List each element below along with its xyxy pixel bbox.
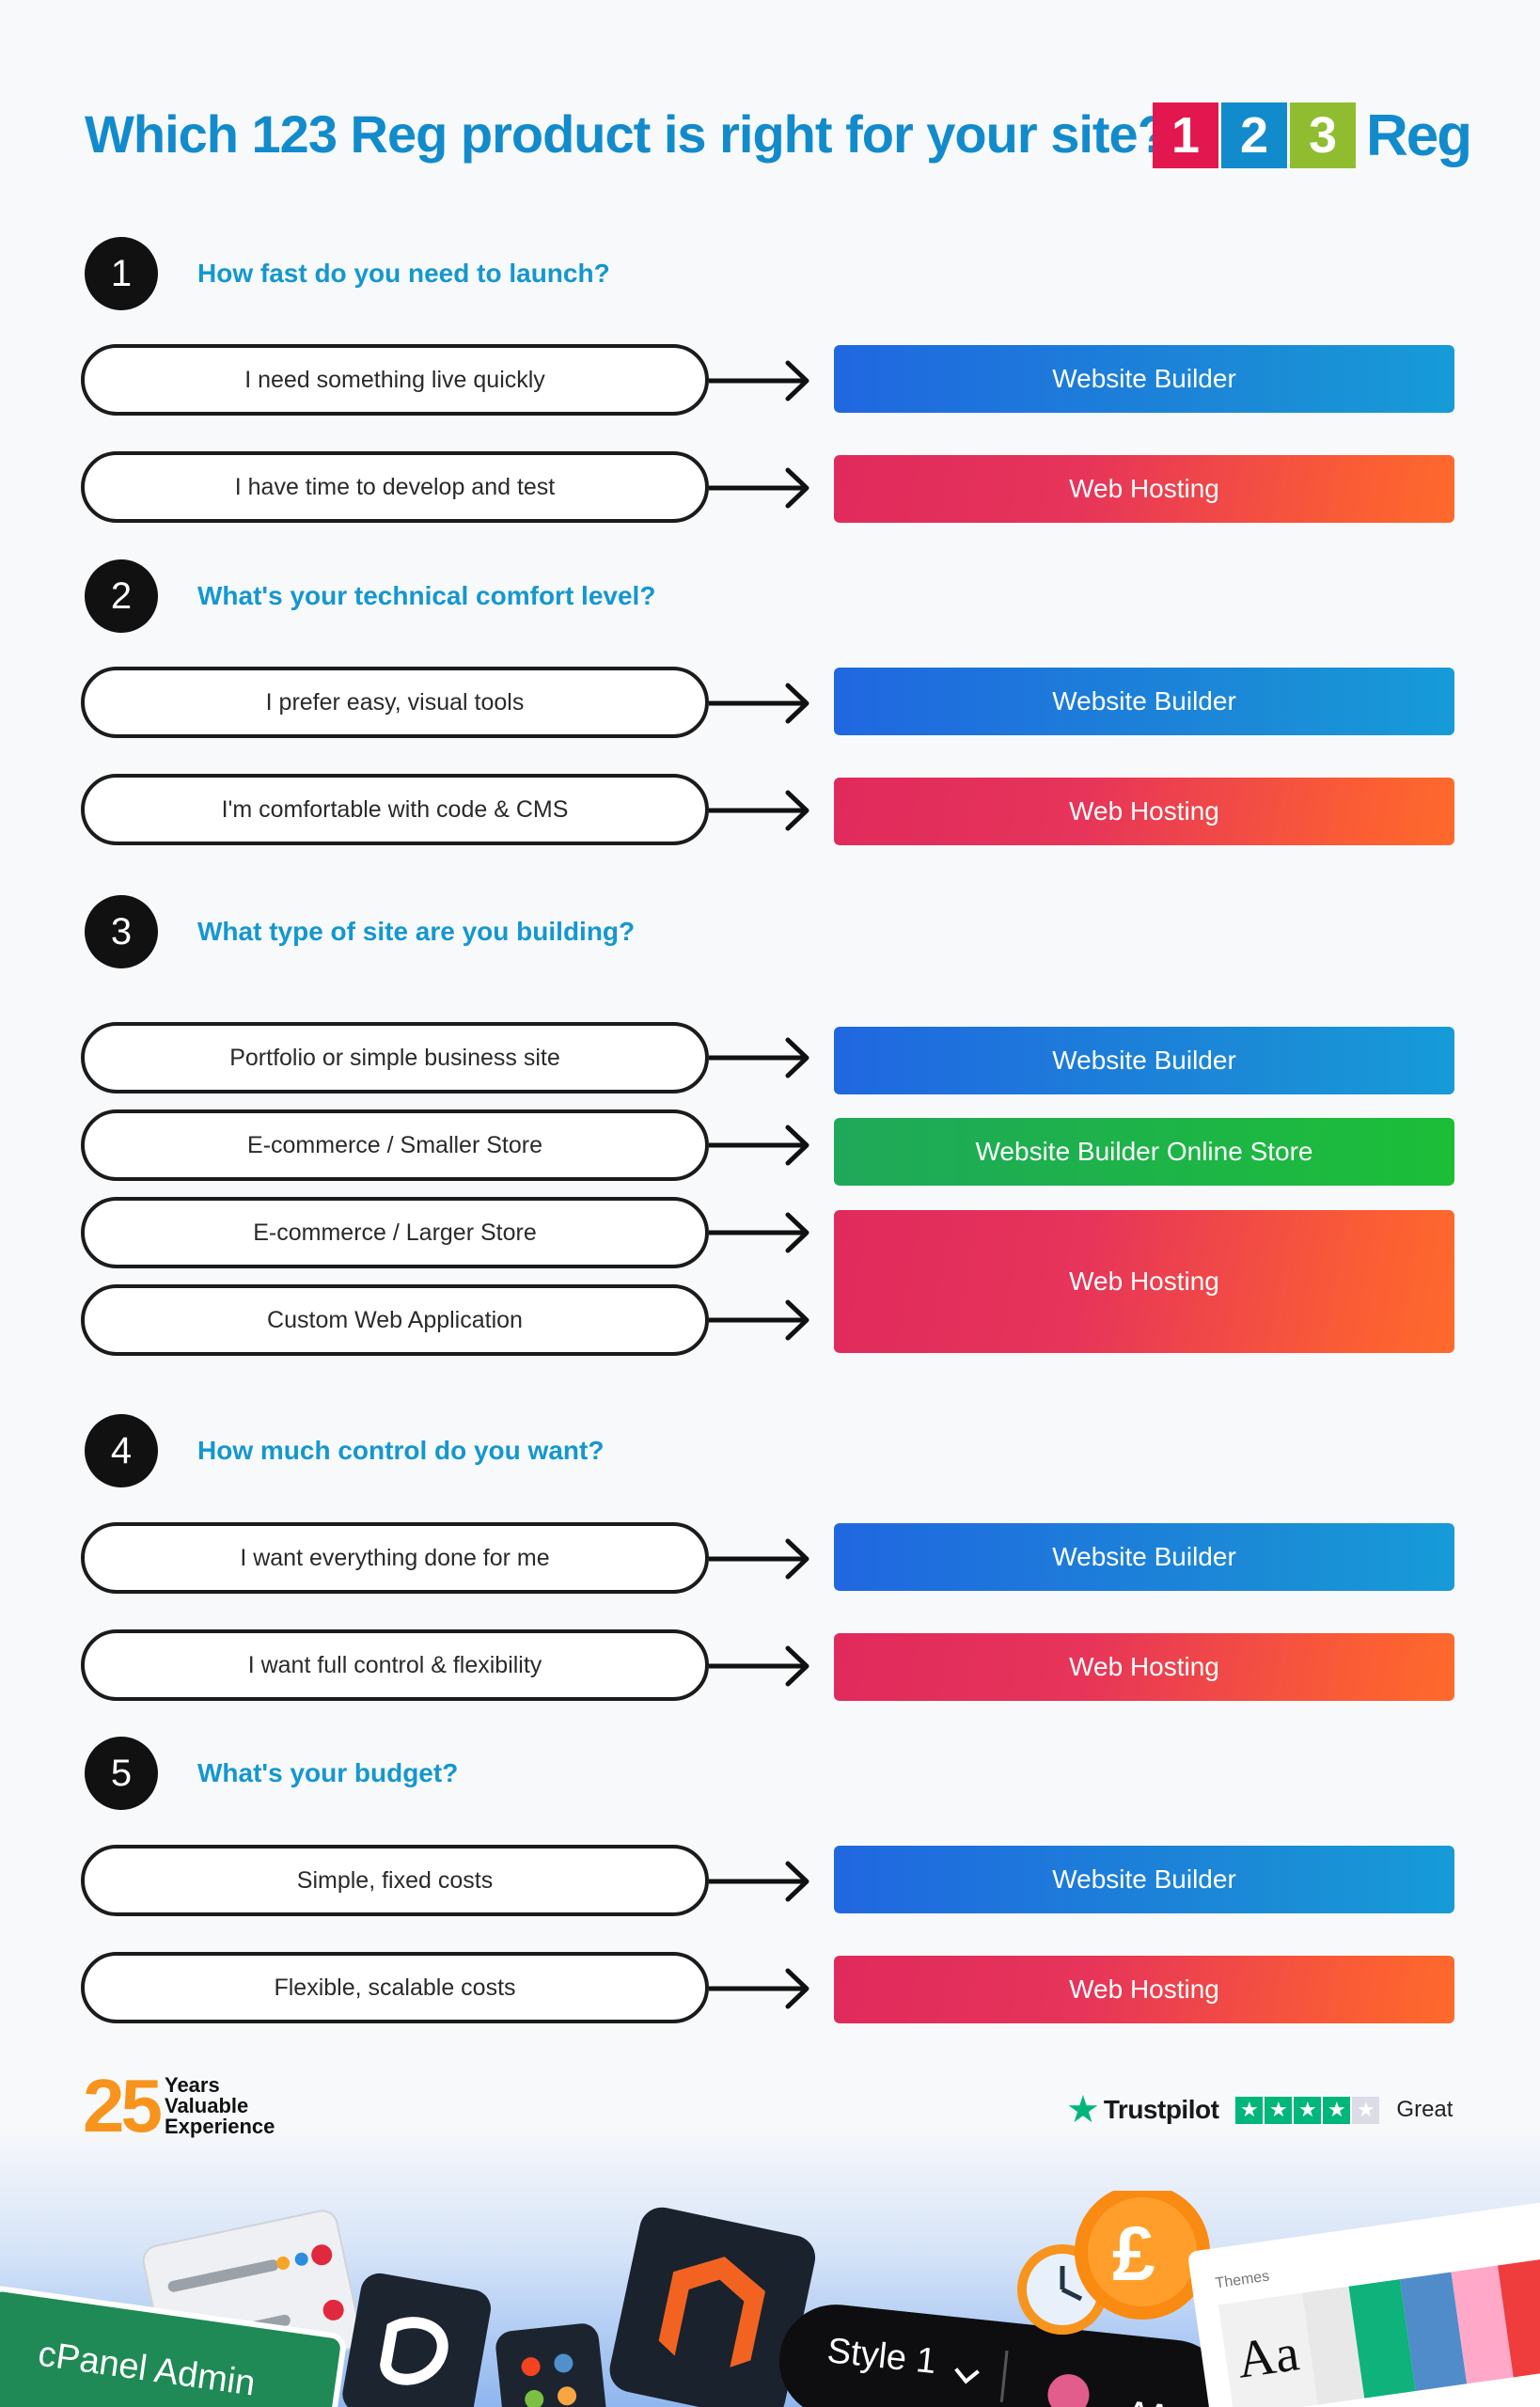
- page-title: Which 123 Reg product is right for your …: [85, 104, 1170, 164]
- product-website-builder[interactable]: Website Builder: [834, 1846, 1454, 1913]
- product-website-builder[interactable]: Website Builder: [834, 668, 1454, 735]
- answer-option[interactable]: Simple, fixed costs: [81, 1845, 709, 1916]
- logo-word: Reg: [1366, 102, 1472, 168]
- footer-illustration: cPanel Admin Style 1 AA: [0, 2191, 1540, 2407]
- arrow-right-icon: [709, 467, 809, 509]
- arrow-right-icon: [709, 683, 809, 724]
- question-number: 1: [85, 237, 158, 310]
- star-icon: ★: [1294, 2096, 1322, 2124]
- trustpilot-rating-label: Great: [1396, 2097, 1454, 2122]
- years-label: Years Valuable Experience: [165, 2075, 275, 2137]
- question-number: 2: [85, 559, 158, 633]
- product-web-hosting[interactable]: Web Hosting: [834, 1210, 1454, 1353]
- product-web-hosting[interactable]: Web Hosting: [834, 455, 1454, 523]
- joomla-icon: [495, 2323, 606, 2407]
- answer-option[interactable]: I want everything done for me: [81, 1522, 709, 1594]
- question-text: What's your budget?: [197, 1758, 459, 1787]
- logo-digit-1: 1: [1153, 102, 1218, 168]
- themes-card: Themes Aa: [1188, 2200, 1540, 2407]
- question-4-header: 4 How much control do you want?: [85, 1414, 604, 1487]
- color-wheel-icon: [1047, 2374, 1090, 2407]
- question-number: 3: [85, 895, 158, 968]
- answer-option[interactable]: I need something live quickly: [81, 344, 709, 416]
- trustpilot-rating[interactable]: ★ Trustpilot ★ ★ ★ ★ ★ Great: [1066, 2089, 1453, 2131]
- currency-symbol: £: [1112, 2211, 1155, 2297]
- question-text: What's your technical comfort level?: [197, 581, 656, 610]
- years-label-line: Years: [164, 2073, 220, 2097]
- arrow-right-icon: [709, 1968, 809, 2009]
- answer-option[interactable]: E-commerce / Smaller Store: [81, 1109, 709, 1181]
- arrow-right-icon: [709, 1125, 809, 1166]
- answer-option[interactable]: Flexible, scalable costs: [81, 1952, 709, 2023]
- product-web-hosting[interactable]: Web Hosting: [834, 778, 1454, 845]
- question-text: How much control do you want?: [197, 1436, 605, 1465]
- arrow-right-icon: [709, 1037, 809, 1078]
- years-label-line: Experience: [164, 2115, 275, 2138]
- answer-option[interactable]: Portfolio or simple business site: [81, 1022, 709, 1093]
- wordpress-like-icon: [342, 2273, 491, 2407]
- star-icon: ★: [1265, 2096, 1293, 2124]
- arrow-right-icon: [709, 1861, 809, 1902]
- logo-digit-3: 3: [1290, 102, 1356, 168]
- font-sample: Aa: [1234, 2323, 1302, 2390]
- pound-coin-icon: £: [1075, 2191, 1210, 2320]
- cpanel-admin-badge: cPanel Admin: [0, 2286, 346, 2407]
- product-website-builder[interactable]: Website Builder: [834, 1027, 1454, 1094]
- answer-option[interactable]: I'm comfortable with code & CMS: [81, 774, 709, 845]
- question-text: What type of site are you building?: [197, 917, 636, 946]
- product-web-hosting[interactable]: Web Hosting: [834, 1633, 1454, 1701]
- style-selector: Style 1 AA: [778, 2305, 1229, 2407]
- logo-digit-2: 2: [1221, 102, 1287, 168]
- question-5-header: 5 What's your budget?: [85, 1737, 458, 1810]
- question-1-header: 1 How fast do you need to launch?: [85, 237, 610, 310]
- question-3-header: 3 What type of site are you building?: [85, 895, 635, 968]
- magento-icon: [609, 2207, 816, 2407]
- years-label-line: Valuable: [164, 2094, 249, 2117]
- product-website-builder[interactable]: Website Builder: [834, 345, 1454, 413]
- years-number: 25: [83, 2064, 163, 2147]
- answer-option[interactable]: Custom Web Application: [81, 1284, 709, 1356]
- font-size-sample: AA: [1126, 2396, 1171, 2407]
- answer-option[interactable]: E-commerce / Larger Store: [81, 1197, 709, 1268]
- product-website-builder-online-store[interactable]: Website Builder Online Store: [834, 1118, 1454, 1186]
- question-text: How fast do you need to launch?: [197, 259, 610, 288]
- brand-logo[interactable]: 1 2 3 Reg: [1153, 102, 1472, 168]
- question-number: 5: [85, 1737, 158, 1810]
- arrow-right-icon: [709, 1645, 809, 1687]
- answer-option[interactable]: I have time to develop and test: [81, 451, 709, 523]
- star-empty-icon: ★: [1352, 2096, 1380, 2124]
- trustpilot-name: Trustpilot: [1103, 2095, 1219, 2124]
- star-icon: ★: [1323, 2096, 1351, 2124]
- experience-badge: 25 Years Valuable Experience: [83, 2069, 275, 2144]
- product-website-builder[interactable]: Website Builder: [834, 1523, 1454, 1591]
- chevron-down-icon: [954, 2368, 980, 2384]
- arrow-right-icon: [709, 1212, 809, 1253]
- answer-option[interactable]: I prefer easy, visual tools: [81, 667, 709, 738]
- question-2-header: 2 What's your technical comfort level?: [85, 559, 655, 633]
- trustpilot-stars: ★ ★ ★ ★ ★: [1235, 2096, 1381, 2124]
- product-web-hosting[interactable]: Web Hosting: [834, 1956, 1454, 2023]
- star-icon: ★: [1235, 2096, 1264, 2124]
- arrow-right-icon: [709, 790, 809, 831]
- answer-option[interactable]: I want full control & flexibility: [81, 1629, 709, 1701]
- arrow-right-icon: [709, 360, 809, 401]
- question-number: 4: [85, 1414, 158, 1487]
- arrow-right-icon: [709, 1299, 809, 1341]
- trustpilot-star-icon: ★: [1066, 2089, 1100, 2131]
- arrow-right-icon: [709, 1538, 809, 1580]
